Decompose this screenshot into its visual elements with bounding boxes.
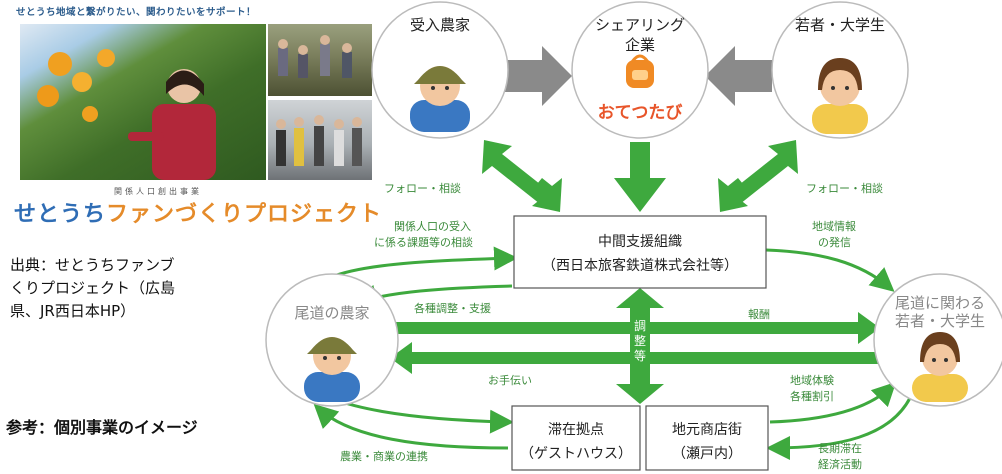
onomichi-youth-label-2: 若者・大学生 bbox=[895, 312, 985, 330]
project-subtitle: 関係人口創出事業 bbox=[114, 187, 202, 196]
sharing-company-label-1: シェアリング bbox=[595, 16, 685, 34]
photo-group-indoor bbox=[268, 100, 372, 180]
label-coordination: 各種調整・支援 bbox=[414, 301, 491, 315]
host-farmer-label: 受入農家 bbox=[410, 16, 470, 34]
reference-title: 参考：個別事業のイメージ bbox=[6, 418, 198, 437]
label-adjust-vertical: 調整等 bbox=[634, 319, 646, 363]
farmer-icon bbox=[410, 66, 470, 132]
label-experience-1: 地域体験 bbox=[790, 373, 834, 387]
label-follow-left: フォロー・相談 bbox=[384, 181, 461, 195]
label-long-stay-1: 長期滞在 bbox=[818, 442, 862, 455]
green-double-arrow-left bbox=[482, 140, 562, 212]
stay-base-name: 滞在拠点 bbox=[548, 422, 604, 438]
sharing-company-node: シェアリング 企業 おてつたび bbox=[571, 1, 709, 139]
intermediary-org-sub: （西日本旅客鉄道株式会社等） bbox=[542, 257, 738, 274]
label-agri-commerce: 農業・商業の連携 bbox=[340, 449, 428, 463]
local-shops-name: 地元商店街 bbox=[672, 422, 742, 438]
photo-woman-picking-citrus bbox=[20, 24, 266, 180]
curve-center-to-youth bbox=[765, 248, 895, 292]
label-reward: 報酬 bbox=[748, 308, 770, 321]
curve-stay-to-farmer bbox=[313, 403, 509, 450]
label-info-2: の発信 bbox=[818, 235, 851, 249]
intermediary-org-name: 中間支援組織 bbox=[598, 234, 682, 250]
label-consult-1: 関係人口の受入 bbox=[394, 220, 471, 233]
source-note: 出典：せとうちファンブ くりプロジェクト（広島 県、JR西日本HP） bbox=[10, 256, 176, 320]
label-help: お手伝い bbox=[488, 373, 532, 387]
stay-base-box: 滞在拠点 （ゲストハウス） bbox=[511, 405, 641, 471]
indoor-group-illustration bbox=[276, 115, 362, 166]
green-arrow-down-center bbox=[614, 142, 666, 212]
logo-text-setouchi: せとうち bbox=[14, 202, 107, 227]
intermediary-org-box: 中間支援組織 （西日本旅客鉄道株式会社等） bbox=[513, 215, 767, 289]
label-follow-right: フォロー・相談 bbox=[806, 181, 883, 195]
label-long-stay-2: 経済活動 bbox=[818, 457, 862, 471]
label-experience-2: 各種割引 bbox=[790, 389, 834, 403]
label-info-1: 地域情報 bbox=[812, 220, 856, 233]
green-arrow-help-left bbox=[390, 342, 882, 374]
curve-youth-to-shops bbox=[766, 397, 912, 460]
curve-shops-to-youth bbox=[769, 381, 897, 424]
grey-arrow-left bbox=[705, 46, 772, 106]
label-consult-2: に係る課題等の相談 bbox=[374, 235, 473, 249]
young-woman-icon-bottom bbox=[912, 332, 968, 402]
grey-arrow-right bbox=[505, 46, 572, 106]
backpack-icon bbox=[626, 54, 654, 88]
young-woman-icon bbox=[812, 58, 868, 134]
youth-top-label: 若者・大学生 bbox=[795, 16, 885, 34]
stay-base-sub: （ゲストハウス） bbox=[520, 446, 632, 462]
otetsutabi-logo: おてつたび bbox=[598, 103, 683, 123]
onomichi-youth-node: 尾道に関わる 若者・大学生 bbox=[873, 273, 1002, 407]
project-photo-panel bbox=[14, 0, 376, 234]
onomichi-farmer-label: 尾道の農家 bbox=[294, 304, 369, 322]
project-tagline: せとうち地域と繋がりたい、関わりたいをサポート！ bbox=[16, 7, 257, 18]
green-arrow-reward-right bbox=[388, 312, 880, 344]
youth-top-node: 若者・大学生 bbox=[771, 1, 909, 139]
green-double-arrow-right bbox=[718, 140, 798, 212]
citrus-grove-illustration bbox=[37, 49, 216, 180]
logo-text-fan-project: ファンづくりプロジェクト bbox=[106, 202, 383, 227]
photo-group-field-work bbox=[268, 24, 372, 96]
sharing-company-label-2: 企業 bbox=[625, 36, 655, 54]
farmer-icon-bottom bbox=[304, 337, 360, 402]
host-farmer-node: 受入農家 bbox=[371, 1, 509, 139]
local-shops-box: 地元商店街 （瀬戸内） bbox=[645, 405, 769, 471]
local-shops-sub: （瀬戸内） bbox=[672, 446, 742, 462]
field-work-illustration bbox=[278, 35, 352, 78]
project-logo: せとうちファンづくりプロジェクト bbox=[14, 196, 382, 228]
onomichi-farmer-node: 尾道の農家 bbox=[265, 273, 399, 407]
onomichi-youth-label-1: 尾道に関わる bbox=[895, 294, 985, 312]
